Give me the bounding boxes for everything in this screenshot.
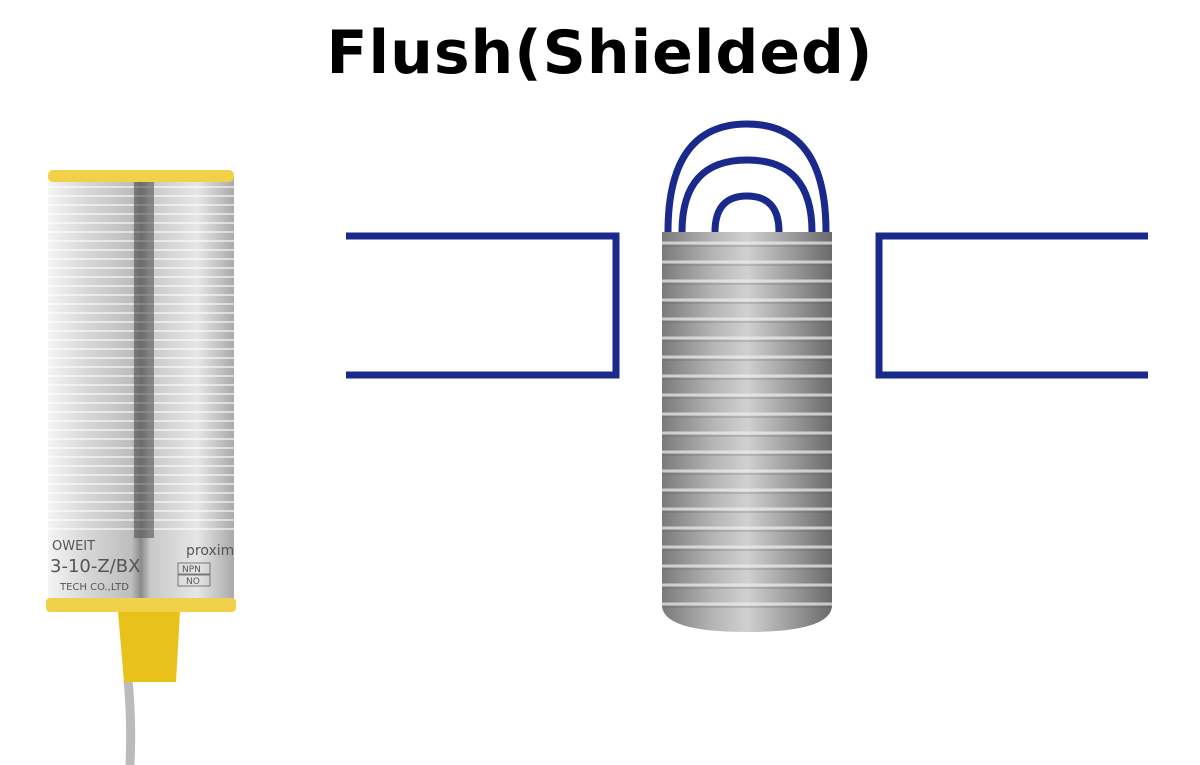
model-text: 3-10-Z/BX [50, 556, 140, 577]
connector [118, 612, 180, 682]
diagram-title: Flush(Shielded) [326, 18, 874, 88]
field-lines [664, 120, 830, 233]
cable [123, 679, 136, 765]
flush-sensor [662, 232, 832, 632]
brand-text: OWEIT [52, 539, 95, 554]
field-line-middle [678, 156, 816, 233]
field-line-outer [664, 120, 830, 233]
sensor-base [46, 598, 236, 612]
mounting-plate-right [875, 232, 1148, 379]
output-text: NPN [182, 565, 201, 575]
type-text: proxim [186, 543, 234, 559]
field-line-inner [711, 192, 783, 233]
contact-text: NO [186, 577, 200, 587]
sensor-photo: OWEIT 3-10-Z/BX proxim NPN NO TECH CO.,L… [46, 170, 236, 765]
maker-text: TECH CO.,LTD [59, 582, 129, 593]
mounting-plate-left [346, 232, 620, 379]
sensor-cap [48, 170, 234, 182]
